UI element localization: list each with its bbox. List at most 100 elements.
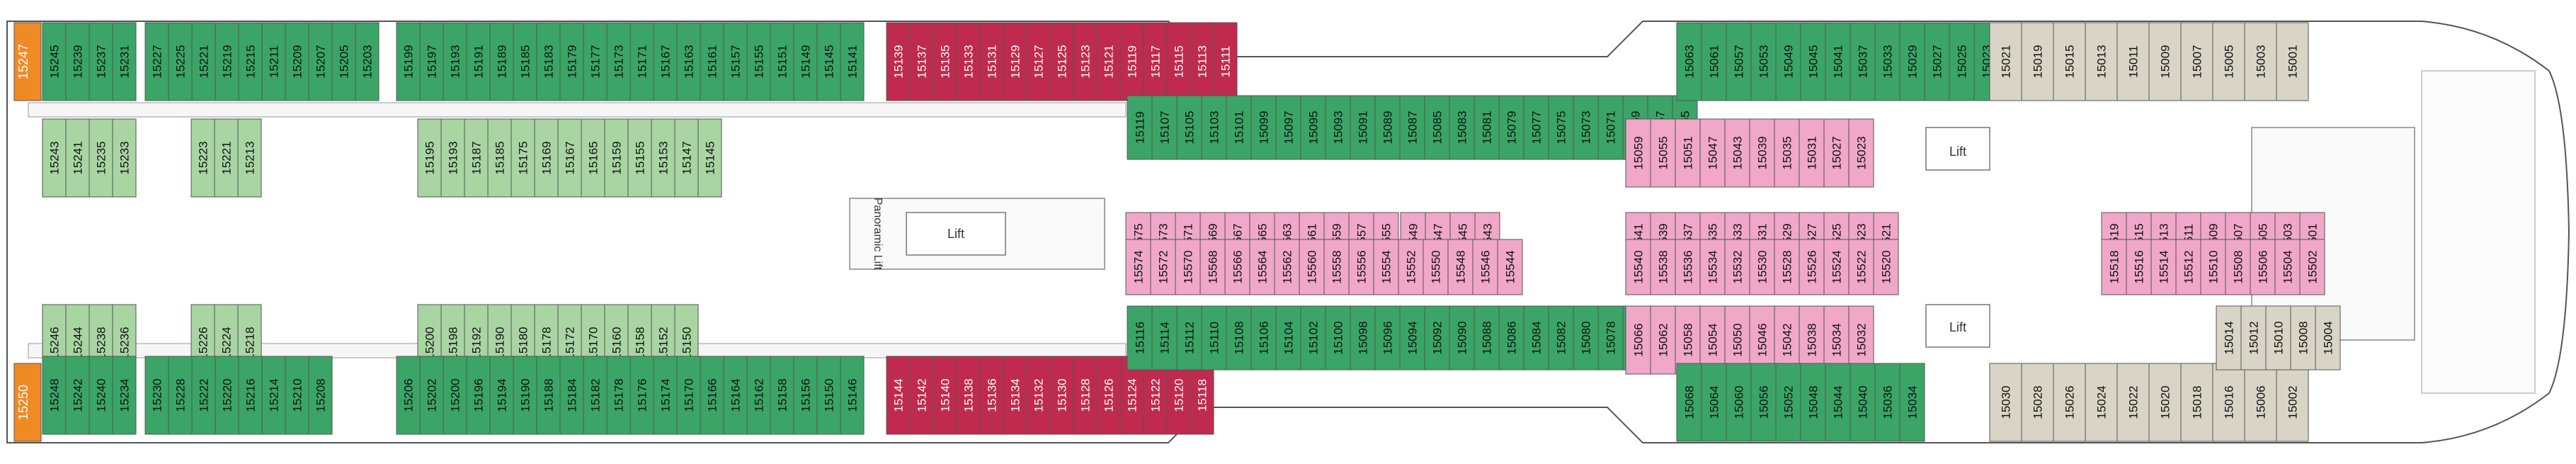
cabin-15084[interactable]: 15084 (1523, 305, 1549, 370)
cabin-15112[interactable]: 15112 (1176, 305, 1202, 370)
cabin-15097[interactable]: 15097 (1275, 95, 1301, 160)
cabin-15189[interactable]: 15189 (489, 22, 514, 101)
cabin-15058[interactable]: 15058 (1675, 305, 1701, 375)
cabin-15105[interactable]: 15105 (1176, 95, 1202, 160)
cabin-15248[interactable]: 15248 (42, 356, 67, 435)
cabin-15158[interactable]: 15158 (770, 356, 794, 435)
cabin-15133[interactable]: 15133 (956, 22, 981, 101)
cabin-15245[interactable]: 15245 (42, 22, 67, 101)
cabin-15216[interactable]: 15216 (238, 356, 263, 435)
cabin-15175[interactable]: 15175 (511, 118, 535, 198)
cabin-15040[interactable]: 15040 (1850, 363, 1876, 442)
cabin-15141[interactable]: 15141 (840, 22, 865, 101)
cabin-15207[interactable]: 15207 (308, 22, 333, 101)
cabin-15030[interactable]: 15030 (1989, 363, 2022, 442)
cabin-15130[interactable]: 15130 (1049, 356, 1074, 435)
cabin-15183[interactable]: 15183 (536, 22, 561, 101)
cabin-15554[interactable]: 15554 (1373, 239, 1399, 295)
cabin-15018[interactable]: 15018 (2180, 363, 2213, 442)
cabin-15139[interactable]: 15139 (886, 22, 911, 101)
cabin-15512[interactable]: 15512 (2175, 239, 2201, 295)
cabin-15150[interactable]: 15150 (816, 356, 841, 435)
cabin-15054[interactable]: 15054 (1699, 305, 1726, 375)
cabin-15184[interactable]: 15184 (559, 356, 584, 435)
cabin-15176[interactable]: 15176 (629, 356, 654, 435)
cabin-15508[interactable]: 15508 (2225, 239, 2251, 295)
cabin-15548[interactable]: 15548 (1447, 239, 1474, 295)
cabin-15022[interactable]: 15022 (2116, 363, 2150, 442)
cabin-15015[interactable]: 15015 (2053, 22, 2086, 101)
cabin-15164[interactable]: 15164 (723, 356, 748, 435)
cabin-15526[interactable]: 15526 (1799, 239, 1825, 295)
cabin-15014[interactable]: 15014 (2216, 305, 2242, 370)
cabin-15197[interactable]: 15197 (419, 22, 444, 101)
cabin-15029[interactable]: 15029 (1899, 22, 1925, 101)
cabin-15007[interactable]: 15007 (2180, 22, 2213, 101)
cabin-15125[interactable]: 15125 (1049, 22, 1074, 101)
cabin-15106[interactable]: 15106 (1250, 305, 1277, 370)
cabin-15003[interactable]: 15003 (2244, 22, 2277, 101)
cabin-15037[interactable]: 15037 (1850, 22, 1876, 101)
cabin-15193[interactable]: 15193 (440, 118, 465, 198)
cabin-15051[interactable]: 15051 (1675, 118, 1701, 188)
cabin-15190[interactable]: 15190 (513, 356, 537, 435)
cabin-15225[interactable]: 15225 (168, 22, 193, 101)
cabin-15146[interactable]: 15146 (840, 356, 865, 435)
cabin-15137[interactable]: 15137 (909, 22, 934, 101)
cabin-15538[interactable]: 15538 (1650, 239, 1676, 295)
cabin-15036[interactable]: 15036 (1874, 363, 1900, 442)
cabin-15004[interactable]: 15004 (2315, 305, 2341, 370)
cabin-15009[interactable]: 15009 (2148, 22, 2182, 101)
cabin-15230[interactable]: 15230 (144, 356, 169, 435)
cabin-15024[interactable]: 15024 (2085, 363, 2118, 442)
cabin-15235[interactable]: 15235 (89, 118, 113, 198)
cabin-15102[interactable]: 15102 (1300, 305, 1326, 370)
cabin-15185[interactable]: 15185 (487, 118, 512, 198)
cabin-15544[interactable]: 15544 (1497, 239, 1523, 295)
cabin-15020[interactable]: 15020 (2148, 363, 2182, 442)
cabin-15171[interactable]: 15171 (629, 22, 654, 101)
cabin-15220[interactable]: 15220 (215, 356, 239, 435)
cabin-15047[interactable]: 15047 (1699, 118, 1726, 188)
cabin-15049[interactable]: 15049 (1775, 22, 1801, 101)
cabin-15046[interactable]: 15046 (1749, 305, 1775, 375)
cabin-15071[interactable]: 15071 (1597, 95, 1624, 160)
cabin-15002[interactable]: 15002 (2276, 363, 2309, 442)
cabin-15560[interactable]: 15560 (1299, 239, 1325, 295)
cabin-15558[interactable]: 15558 (1323, 239, 1350, 295)
cabin-15177[interactable]: 15177 (583, 22, 608, 101)
cabin-15091[interactable]: 15091 (1350, 95, 1376, 160)
cabin-15163[interactable]: 15163 (676, 22, 701, 101)
cabin-15237[interactable]: 15237 (89, 22, 113, 101)
cabin-15090[interactable]: 15090 (1449, 305, 1475, 370)
cabin-15116[interactable]: 15116 (1127, 305, 1153, 370)
cabin-15031[interactable]: 15031 (1799, 118, 1825, 188)
cabin-15210[interactable]: 15210 (285, 356, 309, 435)
cabin-15564[interactable]: 15564 (1249, 239, 1275, 295)
cabin-15026[interactable]: 15026 (2053, 363, 2086, 442)
cabin-15219[interactable]: 15219 (215, 22, 239, 101)
cabin-15012[interactable]: 15012 (2240, 305, 2267, 370)
cabin-15075[interactable]: 15075 (1548, 95, 1574, 160)
cabin-15194[interactable]: 15194 (489, 356, 514, 435)
cabin-15145[interactable]: 15145 (816, 22, 841, 101)
cabin-15050[interactable]: 15050 (1724, 305, 1750, 375)
cabin-15167[interactable]: 15167 (653, 22, 678, 101)
cabin-15086[interactable]: 15086 (1498, 305, 1524, 370)
cabin-15135[interactable]: 15135 (933, 22, 957, 101)
cabin-15530[interactable]: 15530 (1749, 239, 1775, 295)
cabin-15200[interactable]: 15200 (443, 356, 467, 435)
cabin-15085[interactable]: 15085 (1424, 95, 1450, 160)
cabin-15182[interactable]: 15182 (583, 356, 608, 435)
cabin-15138[interactable]: 15138 (956, 356, 981, 435)
cabin-15044[interactable]: 15044 (1825, 363, 1851, 442)
cabin-15222[interactable]: 15222 (191, 356, 216, 435)
cabin-15233[interactable]: 15233 (112, 118, 137, 198)
suite-bottom[interactable]: 15250 (13, 363, 42, 442)
cabin-15179[interactable]: 15179 (559, 22, 584, 101)
cabin-15099[interactable]: 15099 (1250, 95, 1277, 160)
cabin-15038[interactable]: 15038 (1799, 305, 1825, 375)
cabin-15506[interactable]: 15506 (2250, 239, 2276, 295)
cabin-15094[interactable]: 15094 (1399, 305, 1425, 370)
cabin-15153[interactable]: 15153 (651, 118, 676, 198)
